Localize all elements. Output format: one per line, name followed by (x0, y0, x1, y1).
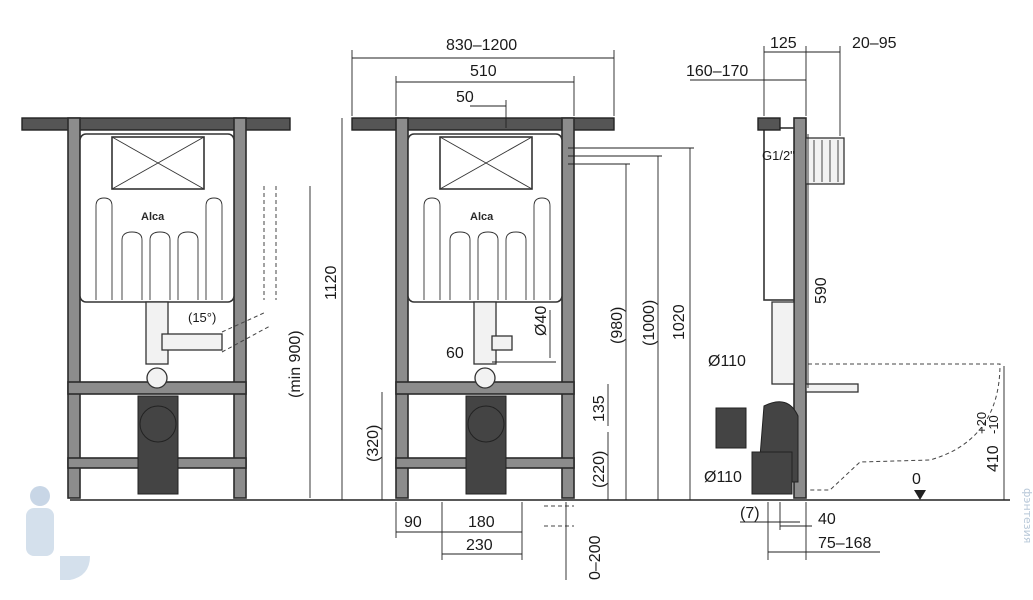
dim-floor-0-200: 0–200 (587, 535, 604, 580)
side-inlet-thread: G1/2" (762, 148, 795, 163)
dim-width-range: 830–1200 (446, 37, 517, 54)
middle-post-left (395, 117, 409, 499)
dim-foot-180: 180 (468, 514, 495, 531)
middle-top-rail (351, 117, 615, 131)
watermark-plumber-icon (26, 486, 90, 580)
side-frame-view (715, 117, 1001, 499)
middle-flush-pipe (473, 301, 497, 365)
middle-inlet-stub (491, 335, 513, 351)
dim-220: (220) (591, 451, 608, 488)
dim-side-7: (7) (740, 505, 760, 522)
dim-inlet-980: (980) (609, 307, 626, 344)
left-elbow-pipe (161, 333, 223, 351)
dim-frame-width: 510 (470, 63, 497, 80)
dim-depth-125: 125 (770, 35, 797, 52)
dim-side-75-168: 75–168 (818, 535, 871, 552)
left-frame-view: Alca (15°) (min 900) (21, 117, 311, 499)
side-floor-zero: 0 (912, 471, 921, 488)
dim-320: (320) (365, 425, 382, 462)
side-pan-connector (715, 407, 747, 449)
dim-height-1020: 1020 (671, 304, 688, 340)
middle-outlet-ring (474, 367, 496, 389)
dim-side-40: 40 (818, 511, 836, 528)
side-cistern (763, 127, 795, 301)
left-top-rail (21, 117, 291, 131)
left-flush-pipe (145, 301, 169, 365)
left-angle-label: (15°) (188, 310, 216, 325)
dim-135: 135 (591, 395, 608, 422)
dim-inlet-offset: 50 (456, 89, 474, 106)
dim-depth-20-95: 20–95 (852, 35, 897, 52)
left-post-left (67, 117, 81, 499)
dim-pipe-d40: Ø40 (533, 306, 550, 336)
side-wc-pan-outline (808, 363, 1001, 491)
dim-min-900: (min 900) (287, 330, 304, 398)
dim-inlet-1000: (1000) (641, 300, 658, 346)
middle-frame-view: Alca (351, 117, 615, 499)
left-brand-logo: Alca (141, 211, 165, 223)
side-pan-bolt (805, 383, 859, 393)
side-outlet-d110: Ø110 (708, 353, 746, 370)
dim-total-height: 1120 (323, 265, 340, 300)
side-drain-d110: Ø110 (704, 469, 742, 486)
side-flush-pipe (771, 301, 795, 385)
watermark-text: фэнтезия (1021, 488, 1033, 543)
dim-pan-tol-minus: -10 (986, 415, 1001, 434)
left-post-right (233, 117, 247, 499)
dim-offset-60: 60 (446, 345, 464, 362)
dim-foot-90: 90 (404, 514, 422, 531)
dim-pan-tol-plus: +20 (974, 412, 989, 434)
dim-foot-230: 230 (466, 537, 493, 554)
middle-post-right (561, 117, 575, 499)
floor-zero-marker (914, 490, 926, 500)
dim-depth-160-170: 160–170 (686, 63, 748, 80)
middle-brand-logo: Alca (470, 211, 494, 223)
dim-flush-590: 590 (813, 277, 830, 304)
left-outlet-ring (146, 367, 168, 389)
dim-pan-height: 410 (985, 445, 1002, 472)
side-drain-pipe (751, 451, 793, 495)
middle-drain-socket (467, 405, 505, 443)
side-inlet-valve (757, 117, 781, 131)
left-drain-socket (139, 405, 177, 443)
